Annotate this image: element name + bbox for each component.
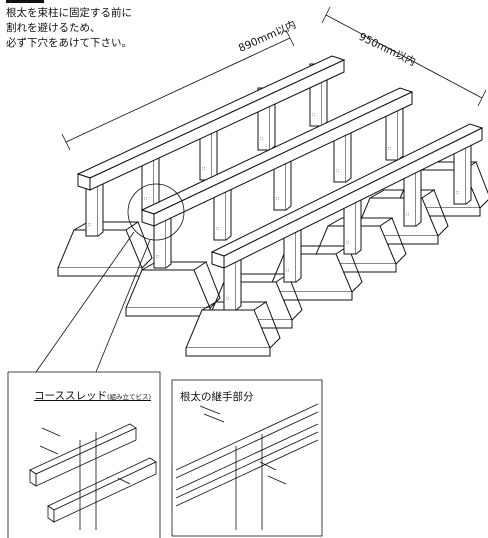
coarse-thread-panel [7, 371, 161, 538]
detail-callout-leaders [35, 183, 185, 373]
joint-panel [171, 379, 323, 537]
coarse-thread-subtitle: (組み立てビス) [106, 393, 152, 401]
note-line-1: 根太を束柱に固定する前に [6, 7, 132, 19]
coarse-thread-title: コーススレッド(組み立てビス) [34, 388, 151, 403]
coarse-thread-title-text: コーススレッド [34, 390, 107, 402]
note-line-2: 割れを避けるため、 [6, 22, 101, 34]
note-line-3: 必ず下穴をあけて下さい。 [6, 37, 132, 49]
joint-title: 根太の継手部分 [180, 391, 254, 403]
dimension-lines [61, 6, 487, 151]
instruction-note: 根太を束柱に固定する前に 割れを避けるため、 必ず下穴をあけて下さい。 [6, 0, 166, 51]
note-marker-bar [6, 0, 44, 3]
joists [76, 55, 484, 269]
foundation-blocks [57, 161, 488, 357]
